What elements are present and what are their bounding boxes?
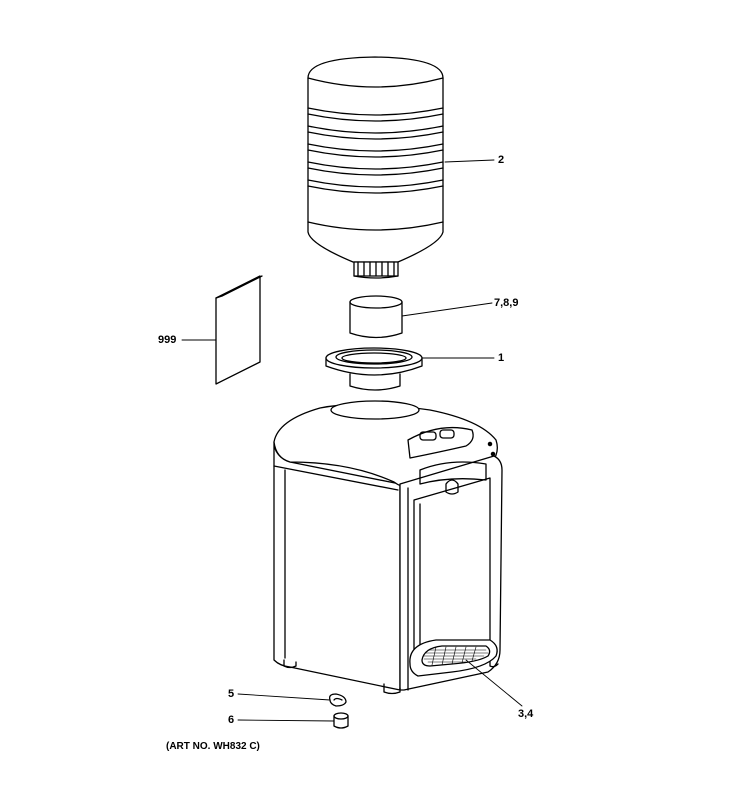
- leader-line-6: [237, 719, 335, 722]
- water-bottle: [307, 56, 444, 279]
- bottle-adapter: [325, 347, 423, 391]
- callout-bottle: 2: [498, 154, 505, 166]
- owners-manual: [215, 275, 263, 385]
- callout-drip-tray: 3,4: [518, 708, 534, 720]
- water-cooler-body: [273, 400, 503, 695]
- leader-line-789: [401, 302, 493, 317]
- callout-part-5: 5: [228, 688, 235, 700]
- part-5-clip: [328, 693, 347, 707]
- filter-cartridge: [349, 295, 403, 339]
- callout-manual: 999: [158, 334, 177, 346]
- callout-adapter: 1: [498, 352, 505, 364]
- drip-tray: [409, 639, 498, 677]
- leader-line-2: [444, 159, 495, 163]
- leader-line-5: [237, 693, 331, 701]
- callout-filter: 7,8,9: [494, 297, 519, 309]
- leader-line-34: [465, 659, 523, 707]
- callout-part-6: 6: [228, 714, 235, 726]
- art-number-caption: (ART NO. WH832 C): [166, 741, 260, 752]
- part-6-cap: [333, 712, 349, 729]
